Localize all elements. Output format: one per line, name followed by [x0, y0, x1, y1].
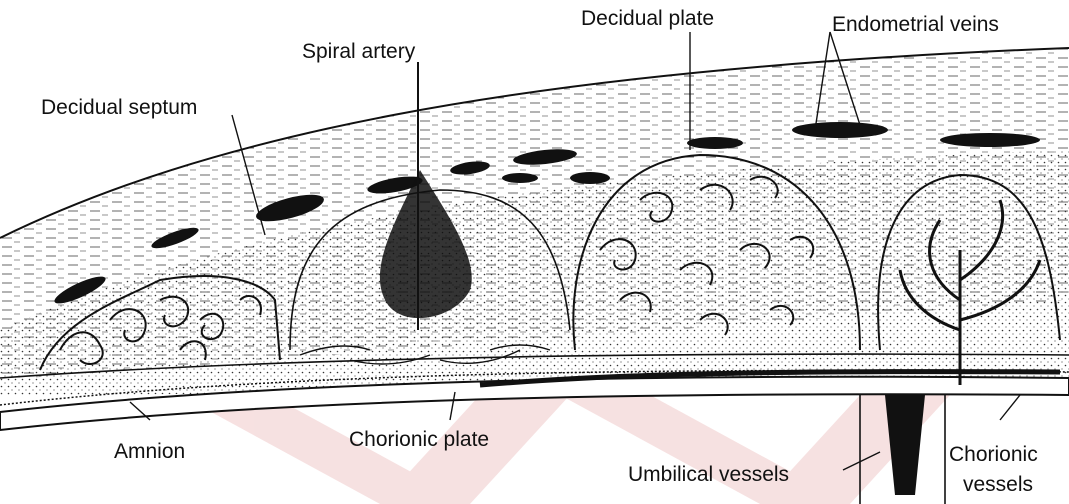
label-amnion: Amnion	[114, 441, 185, 462]
label-chorionic-vessels-2: vessels	[963, 474, 1033, 495]
watermark	[180, 395, 950, 504]
label-decidual-septum: Decidual septum	[41, 97, 197, 118]
label-decidual-plate: Decidual plate	[581, 8, 714, 29]
label-chorionic-plate: Chorionic plate	[349, 429, 489, 450]
label-spiral-artery: Spiral artery	[302, 41, 415, 62]
label-endometrial-veins: Endometrial veins	[832, 14, 999, 35]
label-chorionic-vessels-1: Chorionic	[949, 444, 1038, 465]
label-umbilical-vessels: Umbilical vessels	[628, 464, 789, 485]
